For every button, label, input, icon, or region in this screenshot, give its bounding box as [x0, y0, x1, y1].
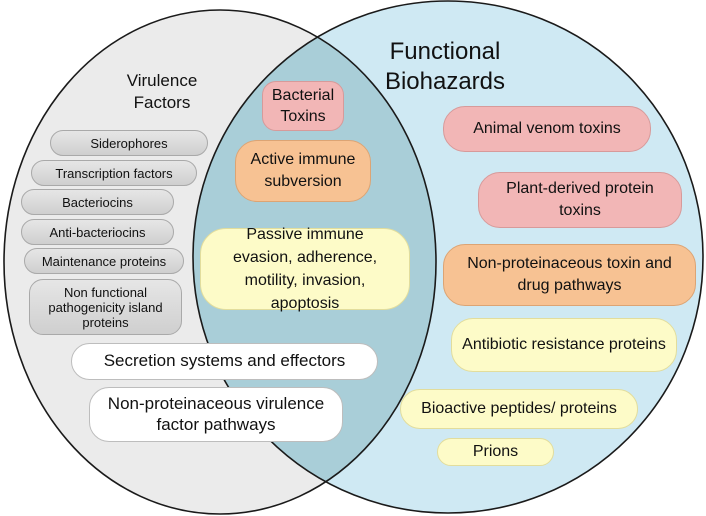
active-immune-subversion-pill: Active immune subversion: [235, 140, 371, 202]
secretion-systems-pill: Secretion systems and effectors: [71, 343, 378, 380]
maintenance-proteins-pill: Maintenance proteins: [24, 248, 184, 274]
bacterial-toxins-pill: Bacterial Toxins: [262, 81, 344, 131]
passive-immune-evasion-pill: Passive immune evasion, adherence, motil…: [200, 226, 410, 312]
functional-biohazards-title: Functional Biohazards: [384, 38, 506, 95]
bacteriocins-pill: Bacteriocins: [21, 189, 174, 215]
virulence-factors-title: Virulence Factors: [126, 71, 198, 112]
plant-derived-toxins-pill: Plant-derived protein toxins: [478, 172, 682, 228]
bioactive-peptides-pill: Bioactive peptides/ proteins: [400, 389, 638, 429]
antibiotic-resistance-pill: Antibiotic resistance proteins: [451, 318, 677, 372]
non-proteinaceous-virulence-pill: Non-proteinaceous virulence factor pathw…: [89, 387, 343, 442]
virulence-factors-outline: [3, 9, 437, 515]
animal-venom-toxins-pill: Animal venom toxins: [443, 106, 651, 152]
transcription-factors-pill: Transcription factors: [31, 160, 197, 186]
non-functional-pathogenicity-pill: Non functional pathogenicity island prot…: [29, 279, 182, 335]
functional-biohazards-outline: [192, 0, 704, 514]
non-proteinaceous-toxin-pill: Non-proteinaceous toxin and drug pathway…: [443, 244, 696, 306]
anti-bacteriocins-pill: Anti-bacteriocins: [21, 219, 174, 245]
prions-pill: Prions: [437, 438, 554, 466]
siderophores-pill: Siderophores: [50, 130, 208, 156]
